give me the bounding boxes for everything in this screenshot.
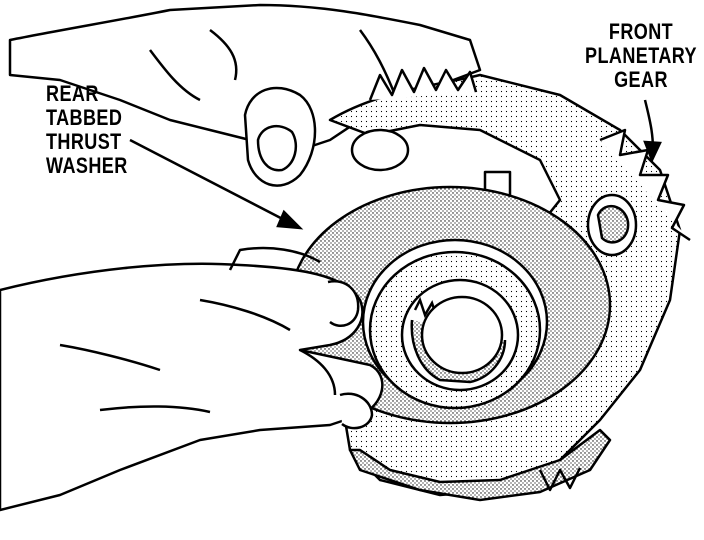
- rear-tabbed-thrust-washer-label: REAR TABBED THRUST WASHER: [46, 82, 128, 178]
- label-line: FRONT: [608, 19, 674, 44]
- label-line: REAR: [46, 81, 99, 106]
- label-line: GEAR: [614, 67, 668, 92]
- label-line: PLANETARY: [585, 43, 697, 68]
- lower-hand: [0, 246, 384, 512]
- label-line: WASHER: [46, 153, 128, 178]
- label-line: TABBED: [46, 105, 123, 130]
- leader-lines: [129, 99, 662, 230]
- label-line: THRUST: [46, 129, 122, 154]
- front-planetary-gear-label: FRONT PLANETARY GEAR: [580, 20, 703, 92]
- hub-spline: [368, 250, 542, 410]
